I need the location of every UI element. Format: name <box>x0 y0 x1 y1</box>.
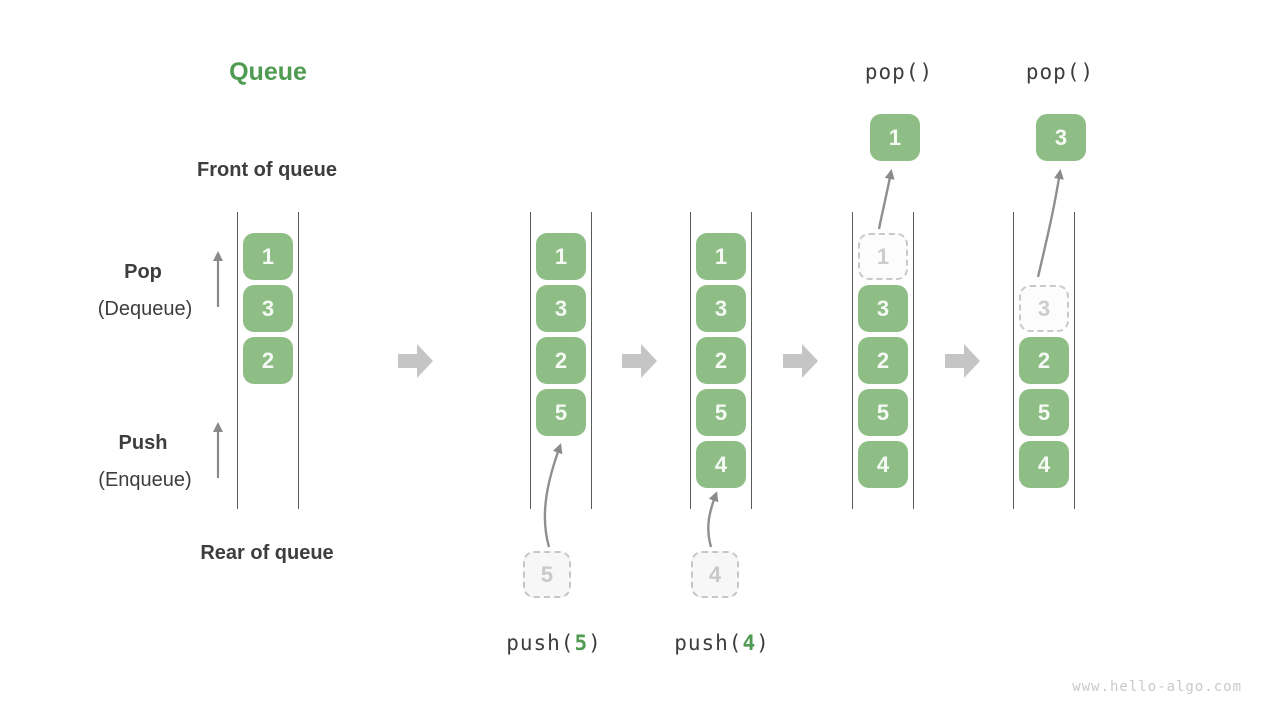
dequeue-label: (Dequeue) <box>97 298 193 320</box>
queue-item: 2 <box>858 337 908 384</box>
queue-item: 5 <box>858 389 908 436</box>
queue-item: 2 <box>536 337 586 384</box>
queue-item: 1 <box>696 233 746 280</box>
queue-item: 5 <box>536 389 586 436</box>
op-close: ) <box>588 631 602 655</box>
queue-item: 4 <box>858 441 908 488</box>
queue-state-pop-1 <box>852 212 914 509</box>
queue-item: 4 <box>1019 441 1069 488</box>
queue-item: 1 <box>243 233 293 280</box>
transition-arrow-icon <box>398 344 433 378</box>
watermark: www.hello-algo.com <box>1072 679 1242 695</box>
diagram-title: Queue <box>229 58 307 86</box>
queue-state-pop-3 <box>1013 212 1075 509</box>
queue-item: 2 <box>243 337 293 384</box>
popped-item: 3 <box>1036 114 1086 161</box>
queue-item: 3 <box>858 285 908 332</box>
queue-item: 3 <box>536 285 586 332</box>
enqueue-label: (Enqueue) <box>98 469 192 491</box>
popped-item: 1 <box>870 114 920 161</box>
op-fn: push( <box>674 631 743 655</box>
ghost-item: 3 <box>1019 285 1069 332</box>
push-5-label: push(5) <box>506 631 602 655</box>
pop-op-label-2: pop() <box>1025 60 1095 84</box>
ghost-item: 1 <box>858 233 908 280</box>
front-of-queue-label: Front of queue <box>197 159 337 181</box>
push-label: Push <box>118 432 168 454</box>
queue-state-initial <box>237 212 299 509</box>
queue-item: 2 <box>1019 337 1069 384</box>
pop-op-label-1: pop() <box>864 60 934 84</box>
queue-item: 5 <box>696 389 746 436</box>
queue-item: 2 <box>696 337 746 384</box>
op-close: ) <box>756 631 770 655</box>
transition-arrow-icon <box>945 344 980 378</box>
transition-arrow-icon <box>622 344 657 378</box>
op-arg: 4 <box>742 631 757 655</box>
pending-item: 5 <box>523 551 571 598</box>
op-arg: 5 <box>574 631 589 655</box>
transition-arrow-icon <box>783 344 818 378</box>
queue-item: 3 <box>696 285 746 332</box>
pending-item: 4 <box>691 551 739 598</box>
pop-label: Pop <box>124 261 162 283</box>
op-fn: push( <box>506 631 575 655</box>
queue-state-push-5 <box>530 212 592 509</box>
queue-item: 1 <box>536 233 586 280</box>
queue-item: 5 <box>1019 389 1069 436</box>
queue-item: 4 <box>696 441 746 488</box>
push-4-label: push(4) <box>674 631 770 655</box>
queue-state-push-4 <box>690 212 752 509</box>
rear-of-queue-label: Rear of queue <box>200 542 334 564</box>
queue-item: 3 <box>243 285 293 332</box>
